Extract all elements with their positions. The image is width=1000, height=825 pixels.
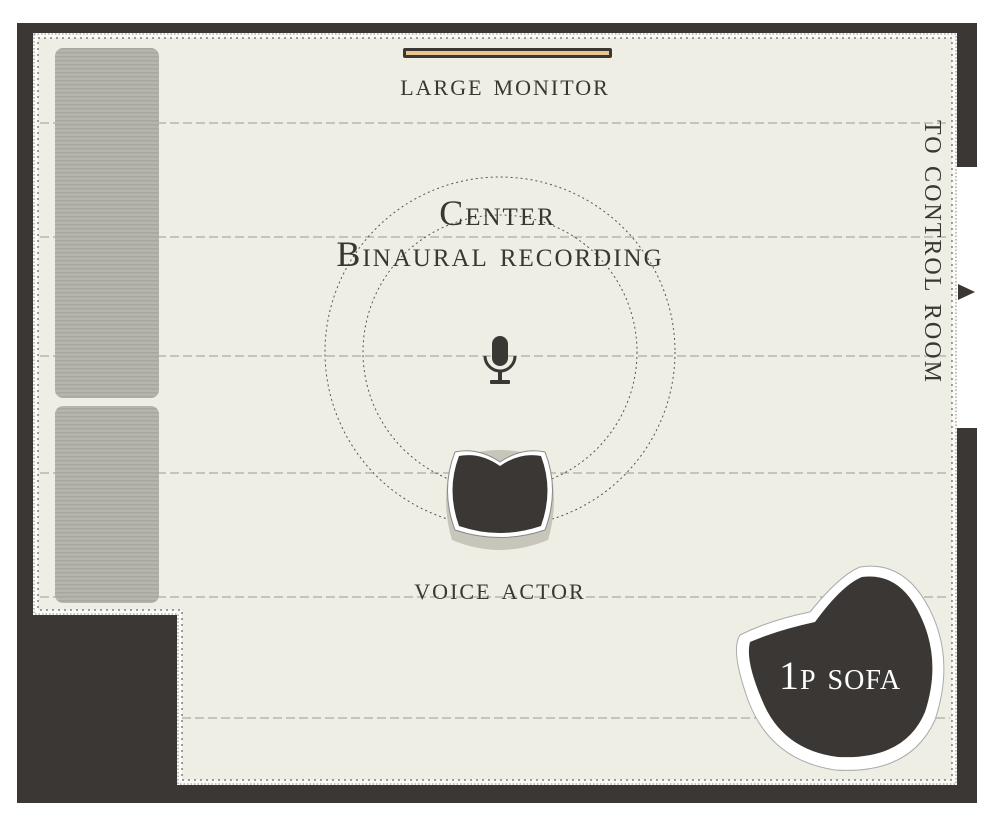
acoustic-panel (55, 48, 159, 398)
acoustic-panel (55, 406, 159, 603)
control-room-label[interactable]: to control room (917, 120, 954, 384)
center-subtitle: Binaural recording (336, 234, 664, 274)
voice-actor-label: voice actor (414, 570, 586, 606)
recording-range-outer (324, 176, 676, 528)
sofa-label: 1p sofa (778, 653, 902, 698)
door-opening (950, 167, 1000, 428)
monitor-label: large monitor (400, 66, 610, 102)
microphone-icon (483, 336, 517, 384)
sofa (735, 565, 945, 771)
arrow-right-icon (958, 284, 975, 300)
center-title: Center (439, 193, 556, 233)
voice-actor-chair (446, 450, 554, 550)
